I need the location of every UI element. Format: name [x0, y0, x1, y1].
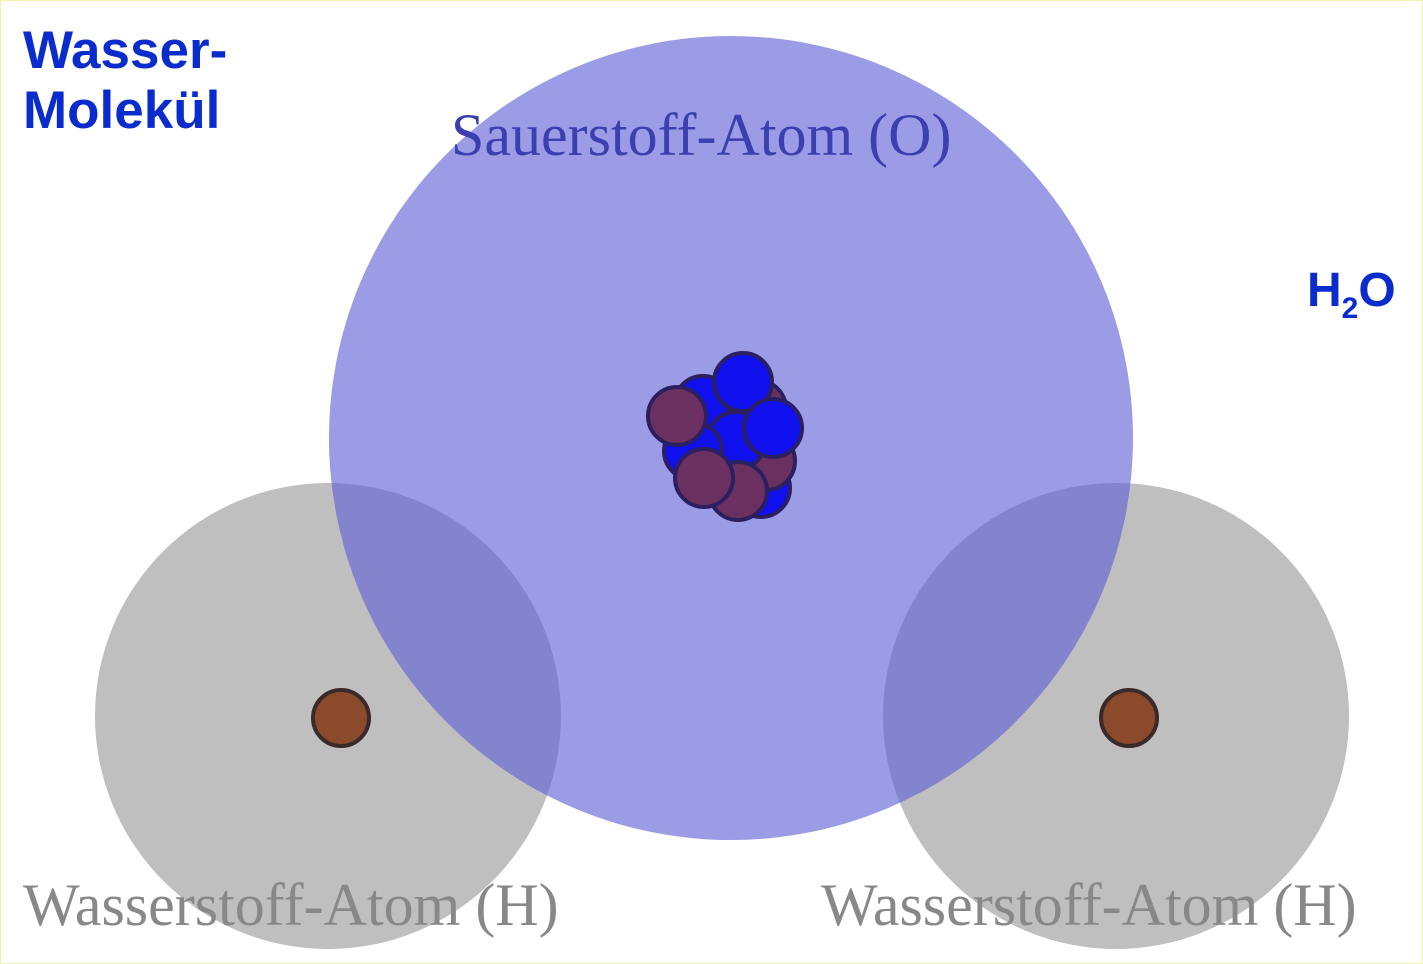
proton — [742, 397, 804, 459]
diagram-title: Wasser- Molekül — [23, 21, 227, 141]
formula-base: H — [1307, 264, 1342, 317]
hydrogen-left-nucleus — [311, 688, 371, 748]
neutron — [673, 447, 735, 509]
hydrogen-left-label: Wasserstoff-Atom (H) — [23, 872, 559, 938]
proton — [712, 351, 774, 413]
oxygen-atom-label: Sauerstoff-Atom (O) — [451, 102, 952, 168]
title-line-2: Molekül — [23, 81, 221, 140]
formula-subscript: 2 — [1341, 292, 1359, 325]
title-line-1: Wasser- — [23, 21, 228, 80]
oxygen-nucleus — [646, 351, 804, 522]
chemical-formula: H2O — [1307, 263, 1396, 326]
neutron — [646, 385, 708, 447]
formula-tail: O — [1358, 264, 1396, 317]
hydrogen-right-label: Wasserstoff-Atom (H) — [821, 872, 1357, 938]
hydrogen-right-nucleus — [1099, 688, 1159, 748]
